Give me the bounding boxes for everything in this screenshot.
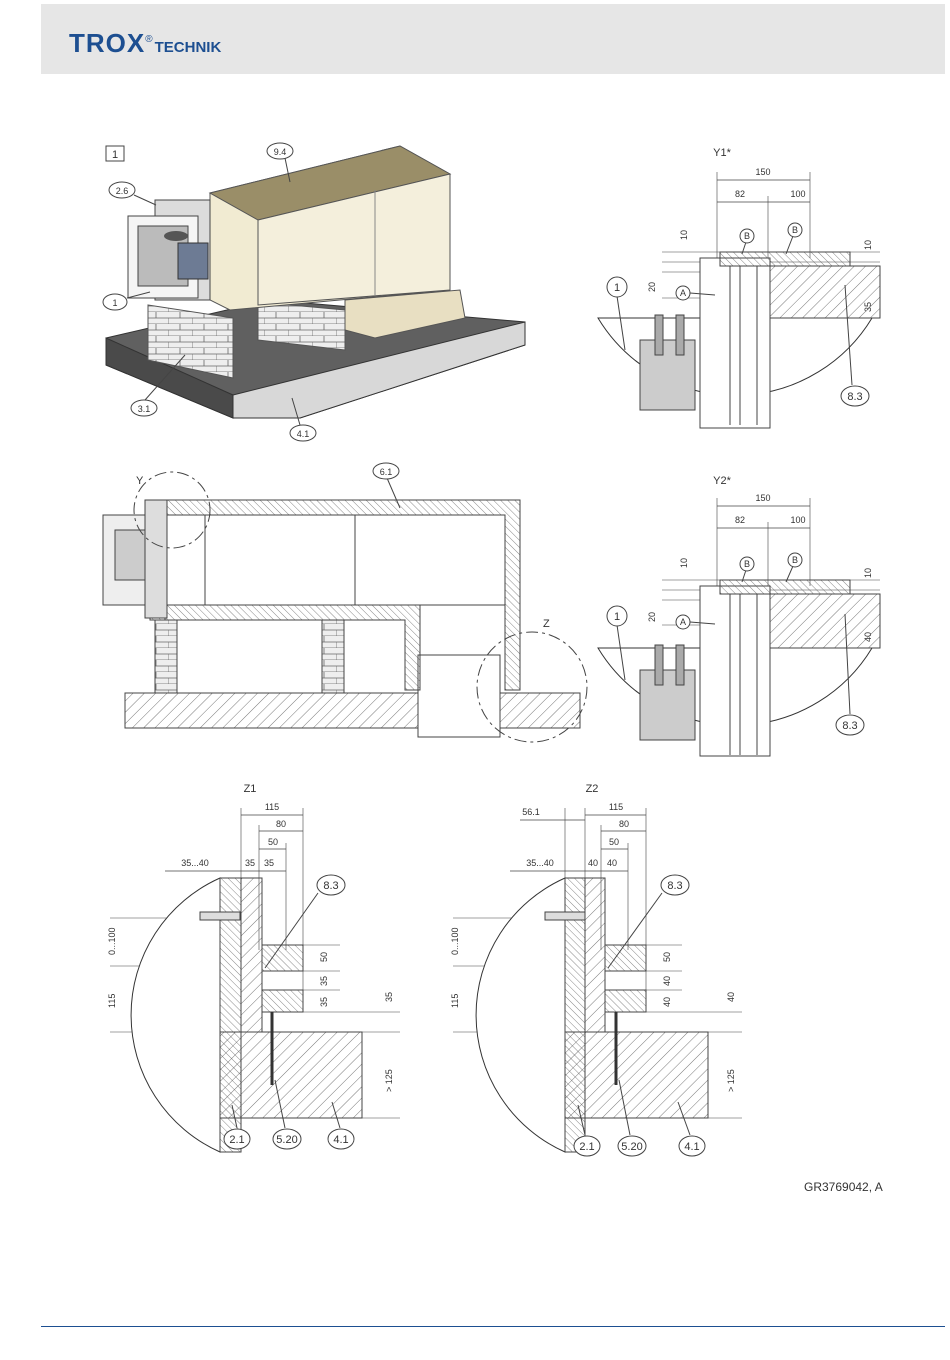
- drawing-reference: GR3769042, A: [804, 1180, 883, 1194]
- svg-text:35...40: 35...40: [526, 858, 554, 868]
- svg-text:B: B: [744, 231, 750, 241]
- svg-text:B: B: [792, 225, 798, 235]
- svg-text:115: 115: [609, 802, 623, 812]
- main-section: Y 6.1 Z: [103, 463, 587, 742]
- figure-number: 1: [112, 149, 118, 161]
- svg-text:115: 115: [265, 802, 279, 812]
- callout-b-left: B: [740, 229, 754, 254]
- svg-text:80: 80: [619, 819, 629, 829]
- svg-text:2.6: 2.6: [116, 186, 129, 196]
- svg-text:100: 100: [790, 189, 805, 199]
- svg-text:2.1: 2.1: [579, 1141, 594, 1153]
- svg-text:115: 115: [107, 994, 117, 1008]
- svg-text:B: B: [792, 555, 798, 565]
- svg-text:35: 35: [319, 997, 329, 1007]
- svg-text:9.4: 9.4: [274, 147, 287, 157]
- svg-text:10: 10: [863, 568, 873, 578]
- svg-text:50: 50: [319, 952, 329, 962]
- label-z: Z: [543, 618, 550, 630]
- svg-text:20: 20: [647, 612, 657, 622]
- svg-text:40: 40: [588, 858, 598, 868]
- callout-2-6: 2.6: [109, 182, 156, 205]
- detail-z1: Z1 115 80 50 35...40 35 35 0...100 115 5…: [107, 783, 400, 1152]
- svg-text:10: 10: [679, 230, 689, 240]
- svg-text:4.1: 4.1: [297, 429, 310, 439]
- svg-text:5.20: 5.20: [276, 1134, 297, 1146]
- svg-text:35: 35: [384, 992, 394, 1002]
- svg-text:4.1: 4.1: [333, 1134, 348, 1146]
- svg-text:56.1: 56.1: [522, 807, 540, 817]
- svg-text:8.3: 8.3: [323, 880, 338, 892]
- svg-text:> 125: > 125: [384, 1069, 394, 1092]
- svg-text:50: 50: [609, 837, 619, 847]
- svg-text:6.1: 6.1: [380, 467, 393, 477]
- callout-b-right: B: [786, 223, 802, 254]
- svg-text:150: 150: [755, 167, 770, 177]
- svg-text:40: 40: [726, 992, 736, 1002]
- svg-text:3.1: 3.1: [138, 404, 151, 414]
- svg-text:10: 10: [679, 558, 689, 568]
- svg-text:82: 82: [735, 189, 745, 199]
- svg-text:2.1: 2.1: [229, 1134, 244, 1146]
- svg-text:0...100: 0...100: [450, 927, 460, 955]
- svg-text:35...40: 35...40: [181, 858, 209, 868]
- svg-text:10: 10: [863, 240, 873, 250]
- svg-text:A: A: [680, 288, 686, 298]
- svg-text:20: 20: [647, 282, 657, 292]
- svg-text:40: 40: [662, 976, 672, 986]
- svg-text:50: 50: [268, 837, 278, 847]
- callout-b-right: B: [786, 553, 802, 582]
- detail-y1: Y1* 150 82 100 10 10 20 35 B: [598, 147, 880, 428]
- svg-text:1: 1: [112, 298, 117, 308]
- svg-text:> 125: > 125: [726, 1069, 736, 1092]
- svg-text:35: 35: [264, 858, 274, 868]
- svg-text:100: 100: [790, 515, 805, 525]
- svg-text:40: 40: [607, 858, 617, 868]
- svg-text:8.3: 8.3: [842, 720, 857, 732]
- label-y: Y: [136, 475, 144, 487]
- svg-text:Y2*: Y2*: [713, 475, 731, 487]
- svg-text:1: 1: [614, 611, 620, 623]
- svg-text:1: 1: [614, 282, 620, 294]
- detail-z2: Z2 56.1 115 80 50 35...40 40 40 0...100 …: [450, 783, 742, 1156]
- svg-text:Z2: Z2: [586, 783, 599, 795]
- svg-text:B: B: [744, 559, 750, 569]
- svg-text:0...100: 0...100: [107, 927, 117, 955]
- svg-text:35: 35: [245, 858, 255, 868]
- svg-text:Y1*: Y1*: [713, 147, 731, 159]
- detail-y2: Y2* 150 82 100 10 10 20 40 B: [598, 475, 880, 756]
- svg-text:40: 40: [662, 997, 672, 1007]
- svg-text:8.3: 8.3: [667, 880, 682, 892]
- svg-text:150: 150: [755, 493, 770, 503]
- footer-line: [41, 1326, 945, 1327]
- svg-text:8.3: 8.3: [847, 391, 862, 403]
- svg-text:50: 50: [662, 952, 672, 962]
- isometric-view: 1 9.4 2.6: [103, 143, 525, 441]
- svg-text:5.20: 5.20: [621, 1141, 642, 1153]
- svg-text:A: A: [680, 617, 686, 627]
- svg-text:35: 35: [319, 976, 329, 986]
- svg-text:115: 115: [450, 994, 460, 1008]
- svg-text:4.1: 4.1: [684, 1141, 699, 1153]
- svg-text:82: 82: [735, 515, 745, 525]
- svg-text:Z1: Z1: [244, 783, 257, 795]
- svg-text:80: 80: [276, 819, 286, 829]
- callout-b-left: B: [740, 557, 754, 582]
